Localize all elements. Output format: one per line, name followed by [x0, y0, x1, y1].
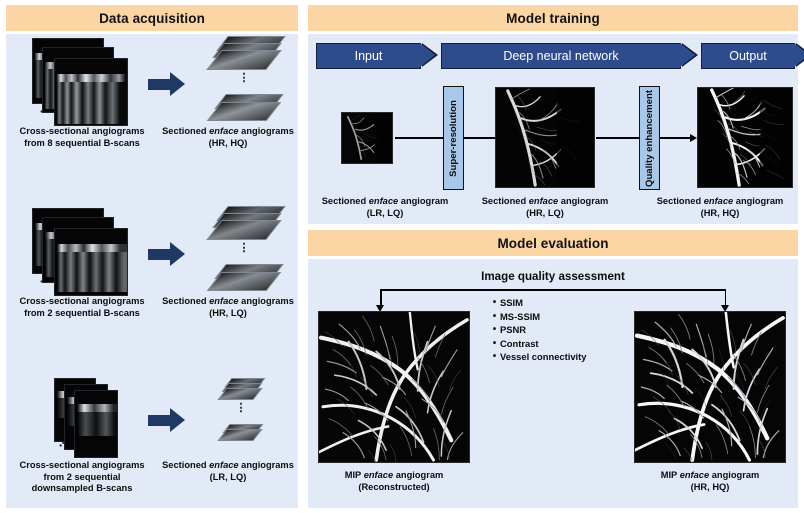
ribbon-step-output: Output — [701, 42, 804, 69]
iqa-bracket-right-arrowhead — [720, 305, 729, 312]
process-box-quality-enhancement-label: Quality enhancement — [644, 89, 655, 187]
row1-result-caption-l1: Sectioned enface angiograms — [162, 126, 294, 136]
process-box-super-resolution: Super-resolution — [443, 86, 464, 190]
ribbon-step-input-label: Input — [354, 49, 383, 63]
process-box-super-resolution-label: Super-resolution — [448, 99, 460, 177]
connector-arrowhead-hrhq — [690, 133, 697, 142]
row1-result-caption: Sectioned enface angiograms (HR, HQ) — [162, 126, 294, 148]
process-arrow-row1 — [148, 72, 188, 97]
connector-sr-to-hrlq — [464, 137, 514, 139]
iqa-bracket-left-stem — [380, 289, 382, 307]
model-evaluation-header: Model evaluation — [308, 230, 798, 256]
row3-result-caption: Sectioned enface angiograms (LR, LQ) — [162, 460, 294, 482]
bullet-icon: • — [492, 297, 497, 308]
metric-item: • Vessel connectivity — [489, 350, 619, 364]
ribbon-step-network: Deep neural network — [441, 42, 698, 69]
metric-label: Contrast — [500, 337, 539, 349]
ribbon-step-network-label: Deep neural network — [503, 49, 619, 63]
training-caption-hr-lq-l1: Sectioned enface angiogram — [481, 196, 609, 206]
training-caption-hr-lq: Sectioned enface angiogram (HR, LQ) — [481, 196, 609, 218]
model-evaluation-title: Model evaluation — [497, 235, 609, 251]
bscan-stack-row3: ••• — [52, 378, 142, 462]
row2-source-caption: Cross-sectional angiograms from 2 sequen… — [19, 296, 145, 318]
metric-item: • Contrast — [489, 337, 619, 351]
metric-list: • SSIM • MS-SSIM • PSNR • Contrast • Ves… — [489, 296, 619, 364]
enface-stack-row3: ⋮ — [208, 378, 292, 462]
iqa-bracket-horizontal — [380, 289, 726, 291]
iqa-bracket-right-stem — [724, 289, 726, 307]
metric-label: Vessel connectivity — [500, 351, 587, 363]
metric-label: SSIM — [500, 297, 523, 308]
metric-item: • SSIM — [489, 296, 619, 310]
bullet-icon: • — [492, 310, 497, 322]
training-caption-hr-hq: Sectioned enface angiogram (HR, HQ) — [656, 196, 784, 218]
metric-item: • PSNR — [489, 323, 619, 337]
process-arrow-row3 — [148, 408, 188, 433]
pipeline-ribbon: Input Deep neural network Output — [316, 42, 804, 69]
connector-qe-to-hrhq — [660, 137, 692, 139]
training-caption-lr-lq: Sectioned enface angiogram (LR, LQ) — [321, 196, 449, 218]
mip-angiogram-hr-hq — [634, 311, 786, 463]
connector-lr-to-sr — [395, 137, 445, 139]
bullet-icon: • — [492, 337, 497, 349]
enface-stack-ellipsis-row2: ⋮ — [238, 242, 250, 254]
training-caption-lr-lq-l1: Sectioned enface angiogram — [321, 196, 449, 206]
evaluation-caption-hr-hq: MIP enface angiogram (HR, HQ) — [660, 470, 760, 492]
iqa-bracket-left-arrowhead — [376, 305, 385, 312]
ribbon-step-input: Input — [316, 42, 438, 69]
row3-result-caption-l1: Sectioned enface angiograms — [162, 460, 294, 470]
evaluation-caption-reconstructed-l1: MIP enface angiogram — [344, 470, 444, 480]
enface-stack-ellipsis-row3: ⋮ — [235, 402, 247, 414]
metric-item: • MS-SSIM — [489, 310, 619, 324]
data-acquisition-title: Data acquisition — [99, 10, 205, 26]
angiogram-hr-lq — [495, 87, 595, 188]
ribbon-step-output-label: Output — [729, 49, 767, 63]
bullet-icon: • — [492, 324, 497, 336]
data-acquisition-header: Data acquisition — [6, 5, 298, 31]
enface-stack-row1: ⋮ — [196, 36, 292, 130]
image-quality-assessment-title: Image quality assessment — [481, 270, 625, 283]
enface-stack-ellipsis-row1: ⋮ — [238, 72, 250, 84]
model-training-header: Model training — [308, 5, 798, 31]
row3-source-caption: Cross-sectional angiograms from 2 sequen… — [19, 460, 145, 494]
angiogram-hr-hq — [697, 87, 793, 188]
process-box-quality-enhancement: Quality enhancement — [639, 86, 660, 190]
process-arrow-row2 — [148, 242, 188, 267]
bullet-icon: • — [492, 351, 497, 363]
enface-stack-row2: ⋮ — [196, 206, 292, 300]
metric-label: MS-SSIM — [500, 310, 541, 322]
row1-source-caption: Cross-sectional angiograms from 8 sequen… — [19, 126, 145, 148]
evaluation-caption-reconstructed: MIP enface angiogram (Reconstructed) — [344, 470, 444, 492]
model-training-title: Model training — [506, 10, 600, 26]
row2-result-caption: Sectioned enface angiograms (HR, LQ) — [162, 296, 294, 318]
evaluation-caption-hr-hq-l1: MIP enface angiogram — [660, 470, 760, 480]
angiogram-lr-lq — [341, 112, 393, 164]
metric-label: PSNR — [500, 324, 527, 336]
training-caption-hr-hq-l1: Sectioned enface angiogram — [656, 196, 784, 206]
connector-hrlq-to-qe — [596, 137, 640, 139]
bscan-stack-row2: ••• — [30, 208, 140, 300]
bscan-stack-row1: ••• — [30, 38, 140, 130]
mip-angiogram-reconstructed — [318, 311, 470, 463]
row2-result-caption-l1: Sectioned enface angiograms — [162, 296, 294, 306]
